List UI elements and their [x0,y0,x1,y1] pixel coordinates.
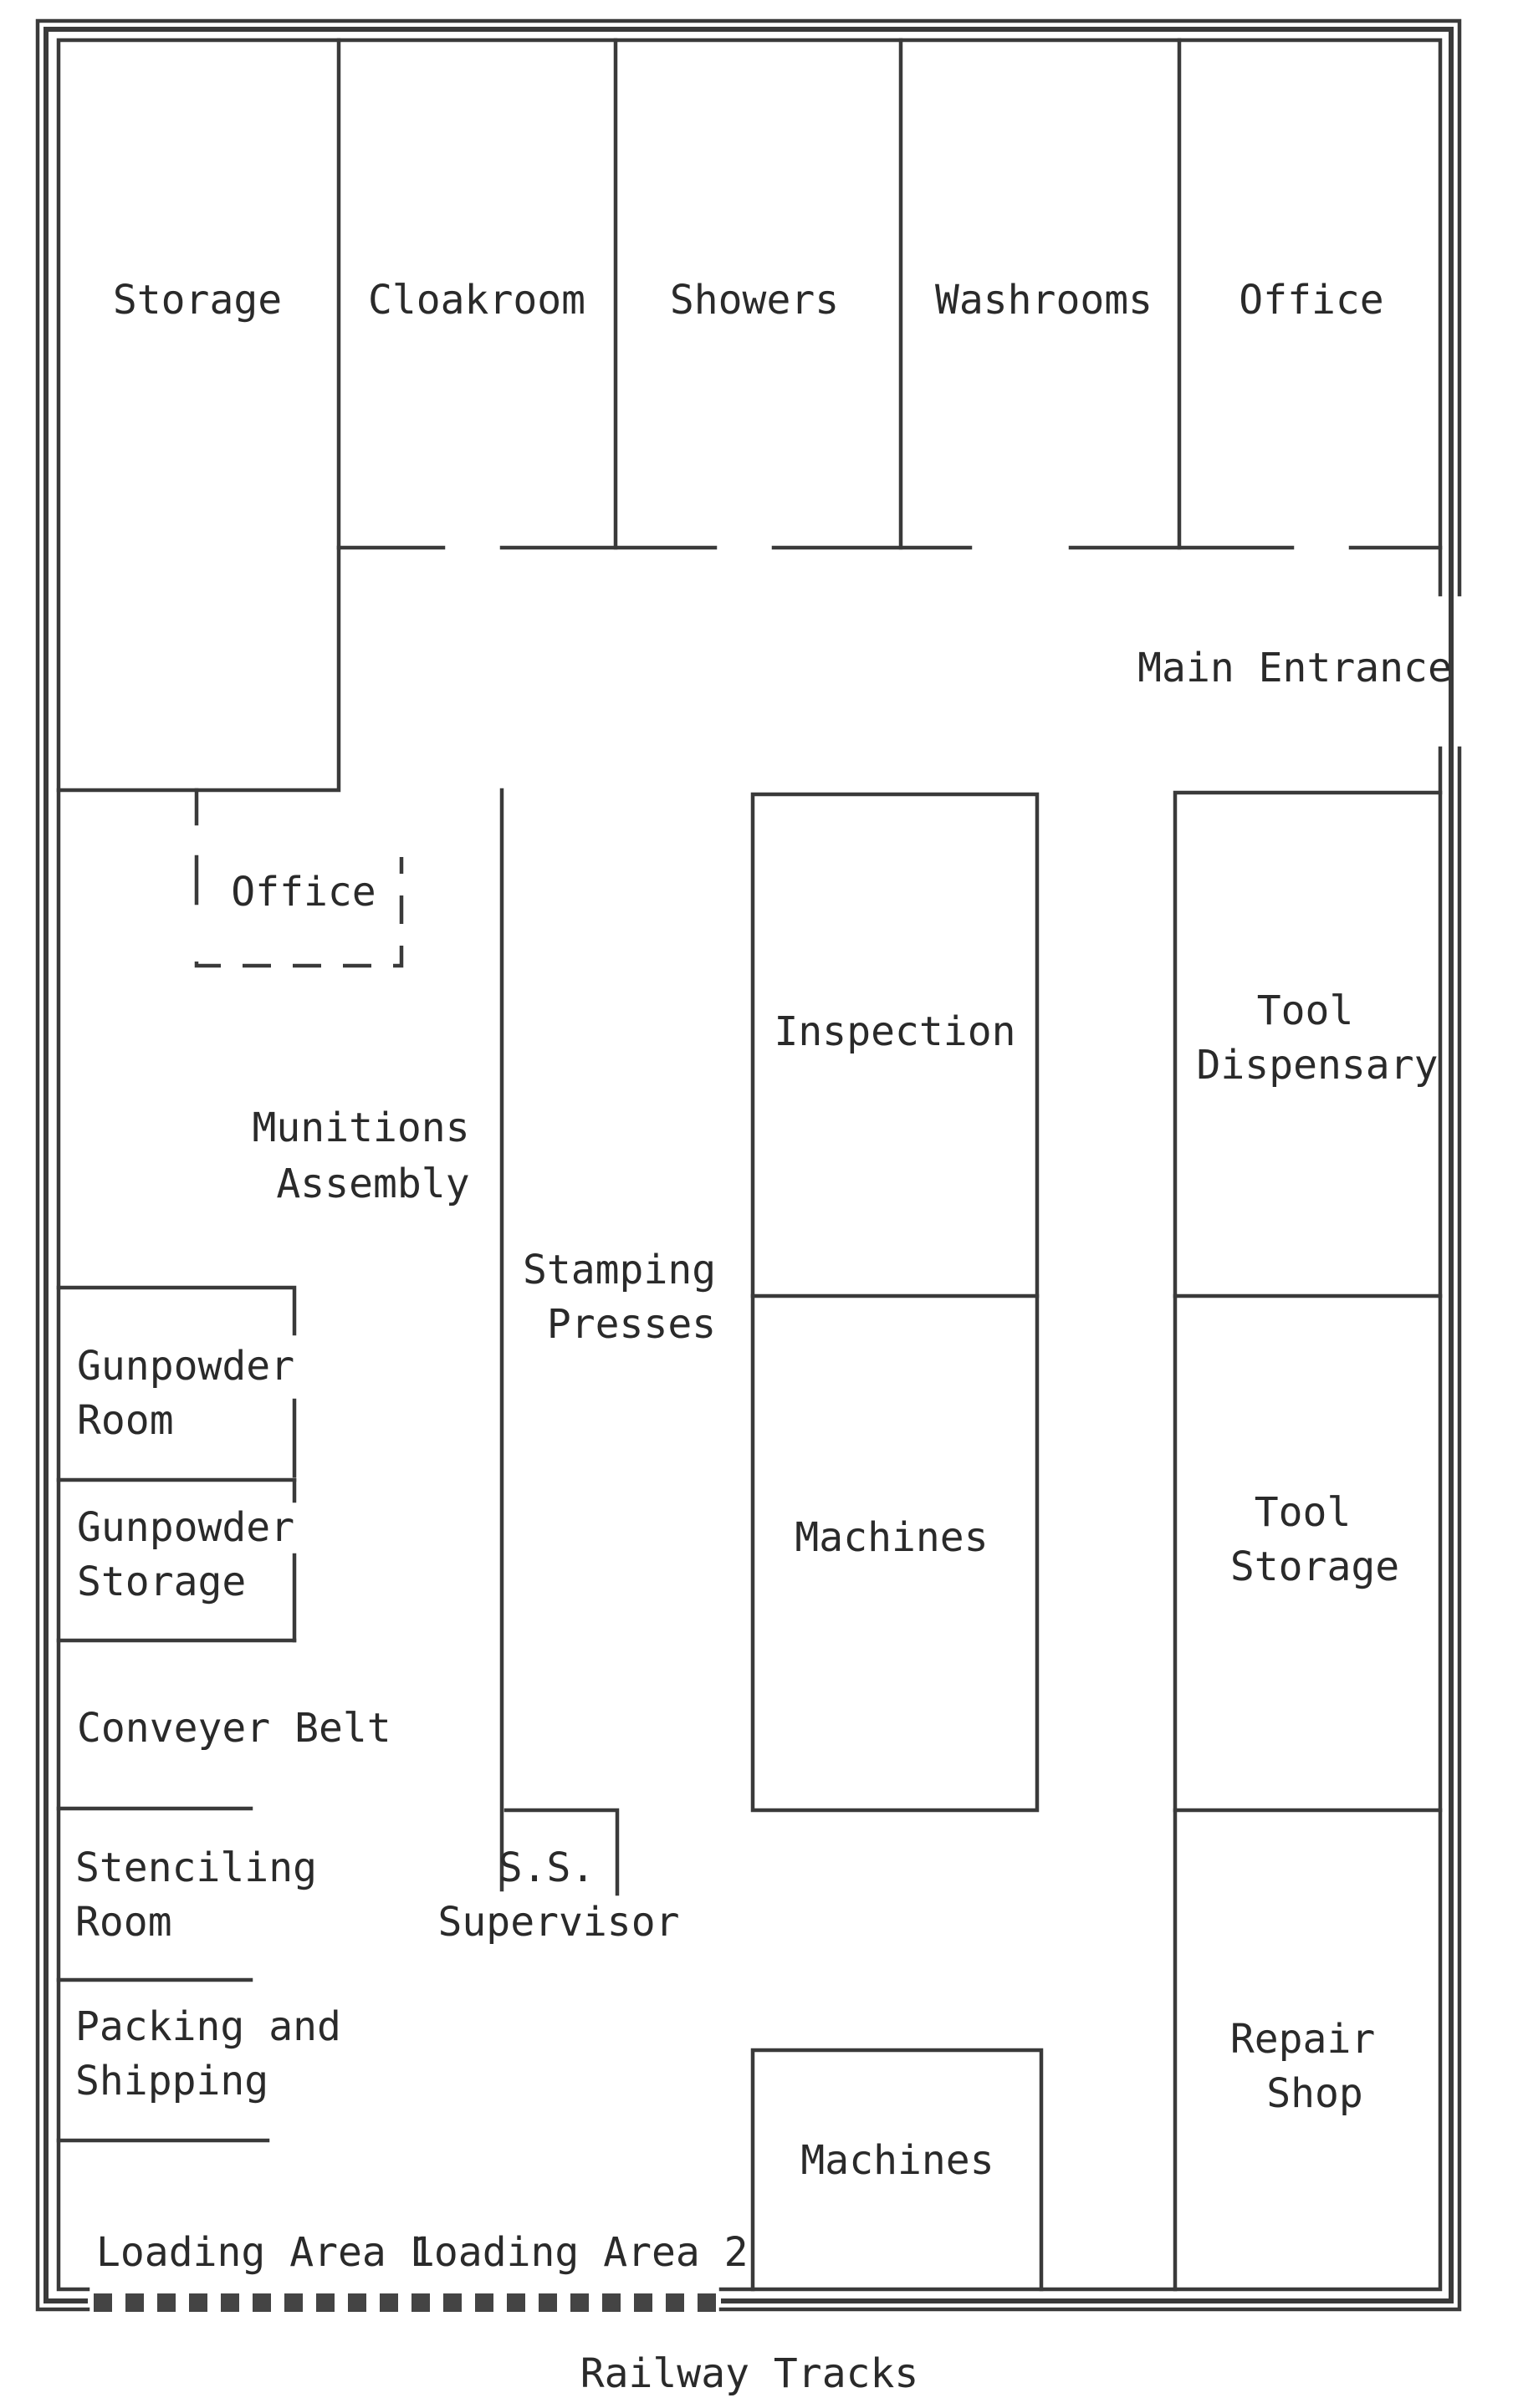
left-small-rooms [56,1285,297,2143]
label-machines-bottom: Machines [800,2137,994,2184]
outer-walls [35,18,1462,2312]
label-loading-area-1: Loading Area 1 [96,2229,435,2276]
label-repair-shop: Repair Shop [1230,2016,1399,2117]
label-tool-dispensary: Tool Dispensary [1197,987,1439,1089]
right-column-block [1173,790,1443,2292]
label-stamping-presses: Stamping Presses [523,1247,740,1348]
label-cloakroom: Cloakroom [368,277,585,324]
railway-track-marks [94,2293,716,2312]
label-loading-area-2: Loading Area 2 [410,2229,749,2276]
inspection-machines-block [750,792,1040,1813]
label-packing-shipping: Packing and Shipping [75,2003,365,2104]
label-stenciling-room: Stenciling Room [75,1844,341,1946]
label-storage: Storage [113,277,282,324]
label-machines-mid: Machines [795,1514,988,1561]
room-labels: Storage Cloakroom Showers Washrooms Offi… [75,277,1452,2397]
label-tool-storage: Tool Storage [1230,1489,1399,1590]
small-office-walls [194,788,404,968]
label-munitions-assembly: Munitions Assembly [253,1105,494,1207]
label-railway-tracks: Railway Tracks [580,2350,919,2397]
top-row-walls [56,38,1443,793]
label-office-small: Office [231,869,376,916]
label-main-entrance: Main Entrance [1137,645,1452,691]
label-gunpowder-storage: Gunpowder Storage [77,1504,319,1605]
central-partitions [499,788,620,1896]
label-showers: Showers [670,277,839,324]
label-washrooms: Washrooms [935,277,1153,324]
bottom-machines-block [750,2048,1044,2292]
label-conveyer-belt: Conveyer Belt [77,1705,391,1752]
label-ss-supervisor: S.S. Supervisor [438,1844,680,1946]
label-inspection: Inspection [774,1008,1016,1055]
label-gunpowder-room: Gunpowder Room [77,1343,319,1444]
label-office-top: Office [1239,277,1383,324]
